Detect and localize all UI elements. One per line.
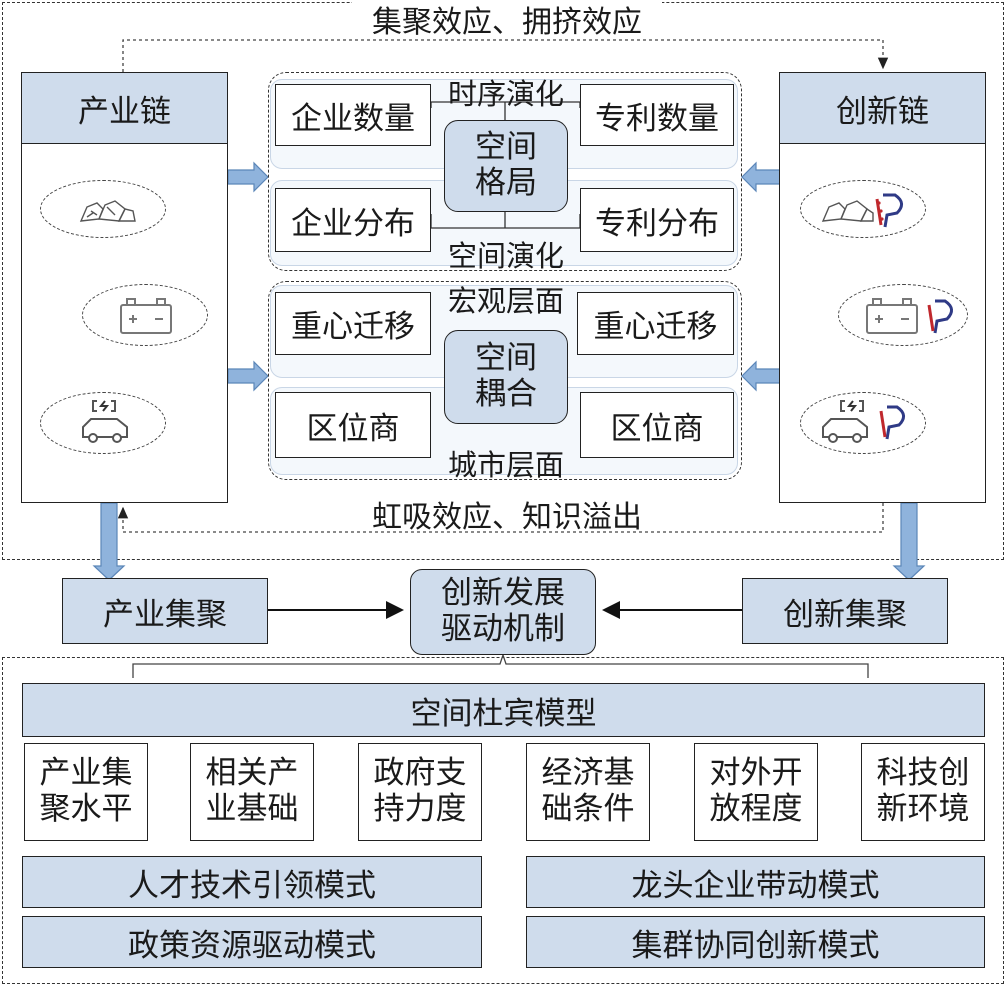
factor-line: 对外开 — [709, 755, 803, 792]
innovation-cluster-box: 创新集聚 — [742, 578, 948, 644]
mode-cluster-collaboration: 集群协同创新模式 — [526, 916, 985, 968]
industry-stage-battery — [82, 284, 208, 346]
ore-patent-icon — [821, 193, 903, 228]
factor-line: 聚水平 — [39, 791, 133, 827]
industry-stage-car — [40, 392, 166, 454]
industry-stage-ore — [40, 180, 166, 238]
top-effect-label: 集聚效应、拥挤效应 — [352, 0, 662, 40]
bottom-effect-label: 虹吸效应、知识溢出 — [352, 494, 662, 535]
factor-line: 新环境 — [876, 791, 970, 827]
mode-policy-resource: 政策资源驱动模式 — [22, 916, 482, 968]
innovation-stage-car — [800, 392, 926, 454]
macro-centroid-left-box: 重心迁移 — [275, 292, 431, 355]
industry-cluster-box: 产业集聚 — [62, 578, 268, 644]
patent-count-box: 专利数量 — [580, 84, 734, 146]
factor-line: 政府支 — [373, 755, 467, 792]
factor-line: 经济基 — [541, 755, 635, 792]
location-quotient-right-box: 区位商 — [580, 392, 734, 458]
coupling-top-label: 宏观层面 — [447, 284, 564, 318]
spatial-coupling-center: 空间 耦合 — [444, 330, 568, 424]
innovation-chain-title: 创新链 — [779, 72, 986, 144]
factor-line: 产业集 — [39, 755, 133, 792]
patent-distribution-box: 专利分布 — [580, 188, 734, 252]
spatial-coupling-center-line1: 空间 — [475, 340, 537, 377]
macro-centroid-right-box: 重心迁移 — [577, 292, 734, 355]
enterprise-distribution-box: 企业分布 — [275, 188, 431, 252]
factor-line: 科技创 — [876, 755, 970, 792]
spatial-pattern-center: 空间 格局 — [444, 120, 568, 212]
factor-line: 础条件 — [541, 791, 635, 827]
factor-related-industry: 相关产业基础 — [190, 743, 314, 841]
battery-patent-icon — [866, 298, 953, 334]
factor-industry-agglomeration: 产业集聚水平 — [24, 743, 148, 841]
industry-chain-title: 产业链 — [21, 72, 228, 144]
coupling-bottom-label: 城市层面 — [447, 448, 564, 482]
mode-leading-enterprise: 龙头企业带动模式 — [526, 856, 985, 908]
enterprise-count-box: 企业数量 — [275, 84, 431, 146]
electric-car-icon — [82, 400, 128, 443]
location-quotient-left-box: 区位商 — [275, 392, 431, 458]
factor-line: 持力度 — [373, 791, 467, 827]
innovation-stage-ore — [800, 180, 926, 238]
spatial-coupling-group — [268, 281, 742, 480]
mode-talent-technology: 人才技术引领模式 — [22, 856, 482, 908]
electric-car-patent-icon — [822, 400, 905, 443]
spatial-pattern-group — [268, 72, 742, 271]
innovation-stage-battery — [838, 284, 968, 346]
factor-government-support: 政府支持力度 — [358, 743, 482, 841]
pattern-top-label: 时序演化 — [447, 77, 564, 111]
innovation-mechanism-box: 创新发展 驱动机制 — [410, 569, 596, 655]
mechanism-line2: 驱动机制 — [441, 611, 565, 647]
mechanism-line1: 创新发展 — [441, 575, 565, 612]
factor-line: 放程度 — [709, 791, 803, 827]
ore-icon — [79, 200, 136, 222]
factor-line: 相关产 — [205, 755, 299, 792]
factor-innovation-environment: 科技创新环境 — [861, 743, 985, 841]
factor-line: 业基础 — [205, 791, 299, 827]
spatial-coupling-center-line2: 耦合 — [475, 376, 537, 412]
spatial-pattern-center-line1: 空间 — [475, 129, 537, 166]
factor-economic-base: 经济基础条件 — [526, 743, 650, 841]
battery-icon — [120, 298, 172, 334]
pattern-bottom-label: 空间演化 — [447, 239, 564, 273]
factor-openness: 对外开放程度 — [694, 743, 818, 841]
spatial-durbin-model-bar: 空间杜宾模型 — [22, 683, 985, 737]
spatial-pattern-center-line2: 格局 — [475, 165, 537, 201]
